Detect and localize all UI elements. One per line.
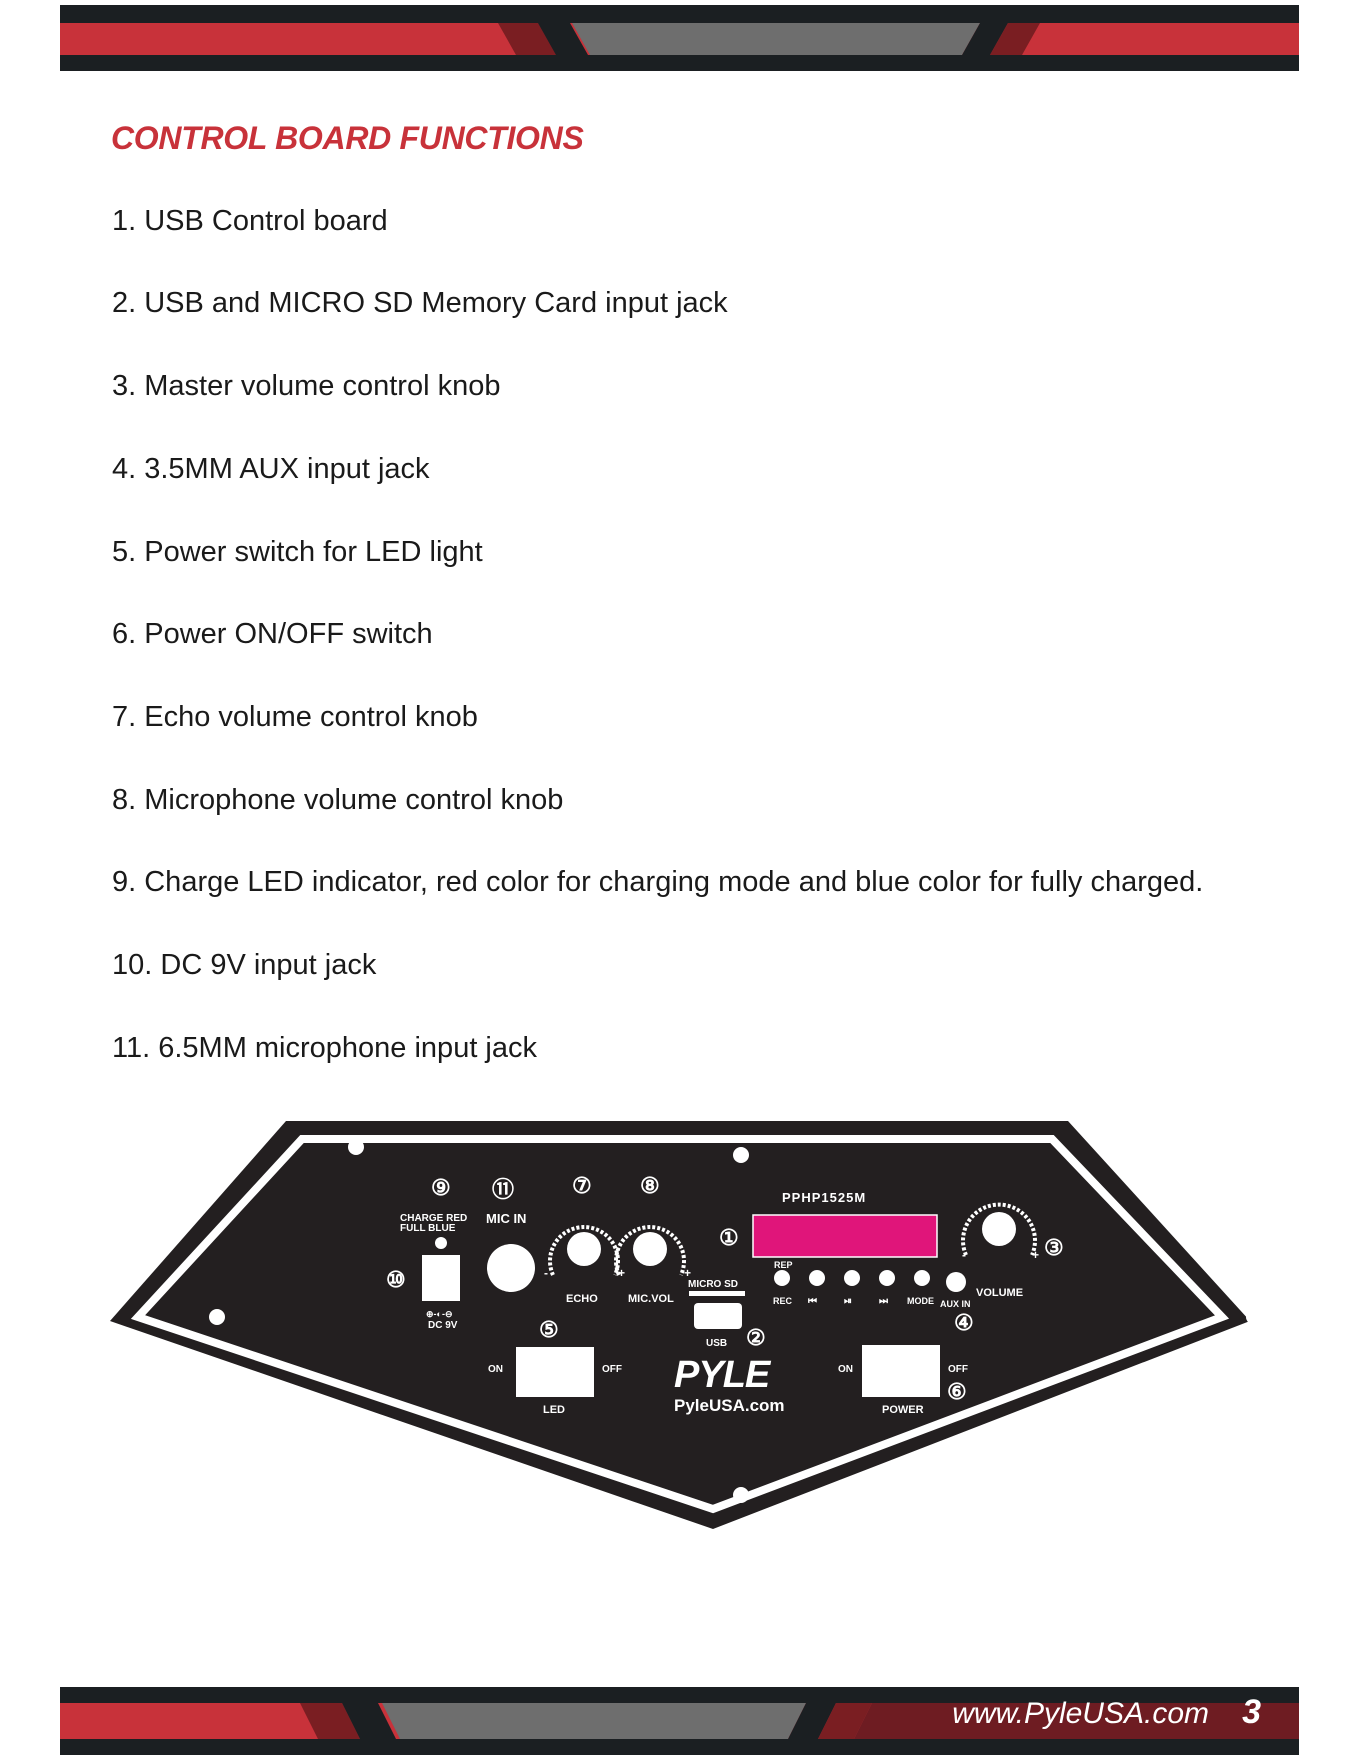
function-item: 1. USB Control board: [112, 205, 388, 237]
power-switch[interactable]: [862, 1345, 940, 1397]
mic-in-label: MIC IN: [486, 1211, 526, 1226]
charge-label-1: CHARGE RED: [400, 1213, 467, 1224]
function-item: 4. 3.5MM AUX input jack: [112, 453, 430, 485]
screw-icon: [733, 1147, 749, 1163]
function-item: 5. Power switch for LED light: [112, 536, 483, 568]
function-item: 8. Microphone volume control knob: [112, 784, 564, 816]
volume-label: VOLUME: [976, 1287, 1023, 1299]
footer-band: [60, 1687, 1299, 1755]
next-icon: ⏭: [879, 1296, 888, 1307]
charge-led-icon: [435, 1237, 447, 1249]
mic-vol-knob[interactable]: [633, 1232, 667, 1266]
callout-10: ⑩: [386, 1267, 406, 1292]
screw-icon: [733, 1487, 749, 1503]
mic-in-jack[interactable]: [487, 1244, 535, 1292]
power-off-label: OFF: [948, 1364, 968, 1375]
callout-5: ⑤: [539, 1317, 559, 1342]
usb-port[interactable]: [694, 1303, 742, 1329]
function-item: 9. Charge LED indicator, red color for c…: [112, 866, 1204, 898]
header-band: [60, 5, 1299, 71]
echo-knob[interactable]: [567, 1232, 601, 1266]
play-pause-icon: ⏯: [844, 1296, 852, 1307]
callout-4: ④: [954, 1310, 974, 1335]
callout-2: ②: [746, 1325, 766, 1350]
dc-jack[interactable]: [422, 1255, 460, 1301]
previous-button[interactable]: [809, 1270, 825, 1286]
micro-sd-slot[interactable]: [689, 1291, 745, 1296]
callout-6: ⑥: [947, 1379, 967, 1404]
volume-scale: [961, 1202, 1037, 1256]
micro-sd-label: MICRO SD: [688, 1279, 738, 1290]
led-off-label: OFF: [602, 1364, 622, 1375]
play-pause-button[interactable]: [844, 1270, 860, 1286]
mic-vol-label: MIC.VOL: [628, 1293, 674, 1305]
callout-3: ③: [1044, 1235, 1064, 1260]
brand-url: PyleUSA.com: [674, 1396, 785, 1415]
page-number: 3: [1242, 1693, 1261, 1731]
echo-scale: [548, 1225, 620, 1276]
volume-minus: -: [962, 1248, 966, 1262]
mic-vol-plus: +: [684, 1266, 691, 1280]
callout-11: ⑪: [492, 1177, 514, 1202]
function-item: 3. Master volume control knob: [112, 370, 501, 402]
brand-logo: PYLE: [674, 1354, 772, 1396]
previous-icon: ⏮: [808, 1296, 817, 1307]
led-power-switch[interactable]: [516, 1347, 594, 1397]
mic-vol-scale: [614, 1225, 686, 1276]
callout-1: ①: [719, 1225, 739, 1250]
function-item: 6. Power ON/OFF switch: [112, 618, 433, 650]
callout-7: ⑦: [572, 1173, 592, 1198]
power-on-label: ON: [838, 1364, 853, 1375]
panel-border: [130, 1135, 1230, 1514]
lcd-display: [752, 1214, 938, 1258]
function-item: 2. USB and MICRO SD Memory Card input ja…: [112, 287, 728, 319]
rec-rep-button[interactable]: [774, 1270, 790, 1286]
mode-label: MODE: [907, 1296, 934, 1306]
callout-8: ⑧: [640, 1173, 660, 1198]
function-item: 11. 6.5MM microphone input jack: [112, 1032, 538, 1064]
model-label: PPHP1525M: [782, 1190, 866, 1205]
echo-label: ECHO: [566, 1293, 598, 1305]
function-item: 7. Echo volume control knob: [112, 701, 478, 733]
screw-icon: [1102, 1139, 1118, 1155]
usb-label: USB: [706, 1338, 727, 1349]
rep-label: REP: [774, 1260, 793, 1270]
next-button[interactable]: [879, 1270, 895, 1286]
function-item: 10. DC 9V input jack: [112, 949, 377, 981]
control-board-diagram: ⑨ CHARGE RED FULL BLUE ⑩ ⊕-◐-⊖ DC 9V ⑪ M…: [110, 1115, 1260, 1540]
echo-minus: -: [544, 1266, 548, 1280]
aux-in-jack[interactable]: [946, 1272, 966, 1292]
screw-icon: [209, 1309, 225, 1325]
callout-9: ⑨: [431, 1175, 451, 1200]
page-sheet: CONTROL BOARD FUNCTIONS 1. USB Control b…: [60, 5, 1299, 1755]
panel-body: [110, 1121, 1250, 1529]
charge-label-2: FULL BLUE: [400, 1223, 456, 1234]
rec-label: REC: [773, 1296, 793, 1306]
dc-polarity-icon: ⊕-◐-⊖: [426, 1309, 453, 1319]
dc-label: DC 9V: [428, 1320, 458, 1331]
section-title: CONTROL BOARD FUNCTIONS: [111, 120, 584, 156]
screw-icon: [348, 1139, 364, 1155]
led-on-label: ON: [488, 1364, 503, 1375]
volume-plus: +: [1032, 1248, 1039, 1262]
master-volume-knob[interactable]: [982, 1212, 1016, 1246]
echo-plus: +: [618, 1266, 625, 1280]
power-label: POWER: [882, 1404, 924, 1416]
footer-url[interactable]: www.PyleUSA.com: [952, 1697, 1209, 1730]
led-label: LED: [543, 1404, 565, 1416]
mode-button[interactable]: [914, 1270, 930, 1286]
aux-in-label: AUX IN: [940, 1299, 971, 1309]
